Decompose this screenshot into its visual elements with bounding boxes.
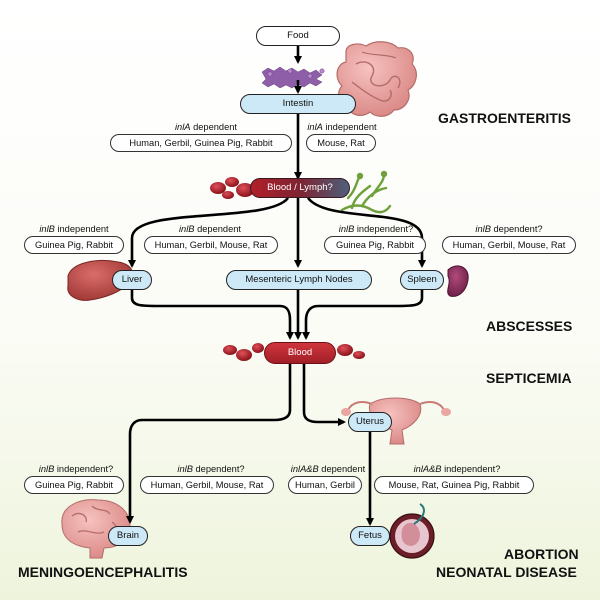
food-node: Food [256,26,340,46]
fetus-inlab-independent-hosts: Mouse, Rat, Guinea Pig, Rabbit [374,476,534,494]
liver-inlb-independent-hosts: Guinea Pig, Rabbit [24,236,124,254]
lymph-vessel-icon [340,170,392,214]
neonatal-disease-label: NEONATAL DISEASE [436,564,577,580]
food-particles-icon [261,66,325,89]
brain-inlb-independent-label: inlB independent? [38,464,114,474]
meningoencephalitis-label: MENINGOENCEPHALITIS [18,564,188,580]
brain-inlb-dependent-label: inlB dependent? [177,464,245,474]
liver-inlb-dependent-label: inlB dependent [178,224,242,234]
liver-node: Liver [112,270,152,290]
spleen-inlb-independent-label: inlB independent? [338,224,414,234]
fetus-illustration-icon [389,503,435,559]
spleen-inlb-independent-hosts: Guinea Pig, Rabbit [324,236,426,254]
blood-node: Blood [264,342,336,364]
fetus-node: Fetus [350,526,390,546]
septicemia-label: SEPTICEMIA [486,370,572,386]
uterus-node: Uterus [348,412,392,432]
spleen-node: Spleen [400,270,444,290]
abortion-label: ABORTION [504,546,579,562]
spleen-inlb-dependent-label: inlB dependent? [475,224,543,234]
mesenteric-lymph-nodes-node: Mesenteric Lymph Nodes [226,270,372,290]
inla-independent-hosts: Mouse, Rat [306,134,376,152]
fetus-inlab-dependent-hosts: Human, Gerbil [288,476,362,494]
intestine-illustration-icon [336,41,417,117]
fetus-inlab-dependent-label: inlA&B dependent [290,464,366,474]
gastroenteritis-label: GASTROENTERITIS [438,110,572,126]
spleen-inlb-dependent-hosts: Human, Gerbil, Mouse, Rat [442,236,576,254]
inla-dependent-label: inlA dependent [174,122,238,132]
liver-inlb-dependent-hosts: Human, Gerbil, Mouse, Rat [144,236,278,254]
brain-node: Brain [108,526,148,546]
red-blood-cells-top-icon [210,177,254,199]
fetus-inlab-independent-label: inlA&B independent? [413,464,501,474]
brain-inlb-dependent-hosts: Human, Gerbil, Mouse, Rat [140,476,274,494]
spleen-illustration-icon [447,265,469,297]
blood-lymph-node: Blood / Lymph? [250,178,350,198]
intestin-node: Intestin [240,94,356,114]
abscesses-label: ABSCESSES [486,318,573,334]
inla-dependent-hosts: Human, Gerbil, Guinea Pig, Rabbit [110,134,292,152]
inla-independent-label: inlA independent [307,122,377,132]
brain-inlb-independent-hosts: Guinea Pig, Rabbit [24,476,124,494]
liver-inlb-independent-label: inlB independent [39,224,109,234]
red-blood-cells-bottom-icon [223,343,365,361]
